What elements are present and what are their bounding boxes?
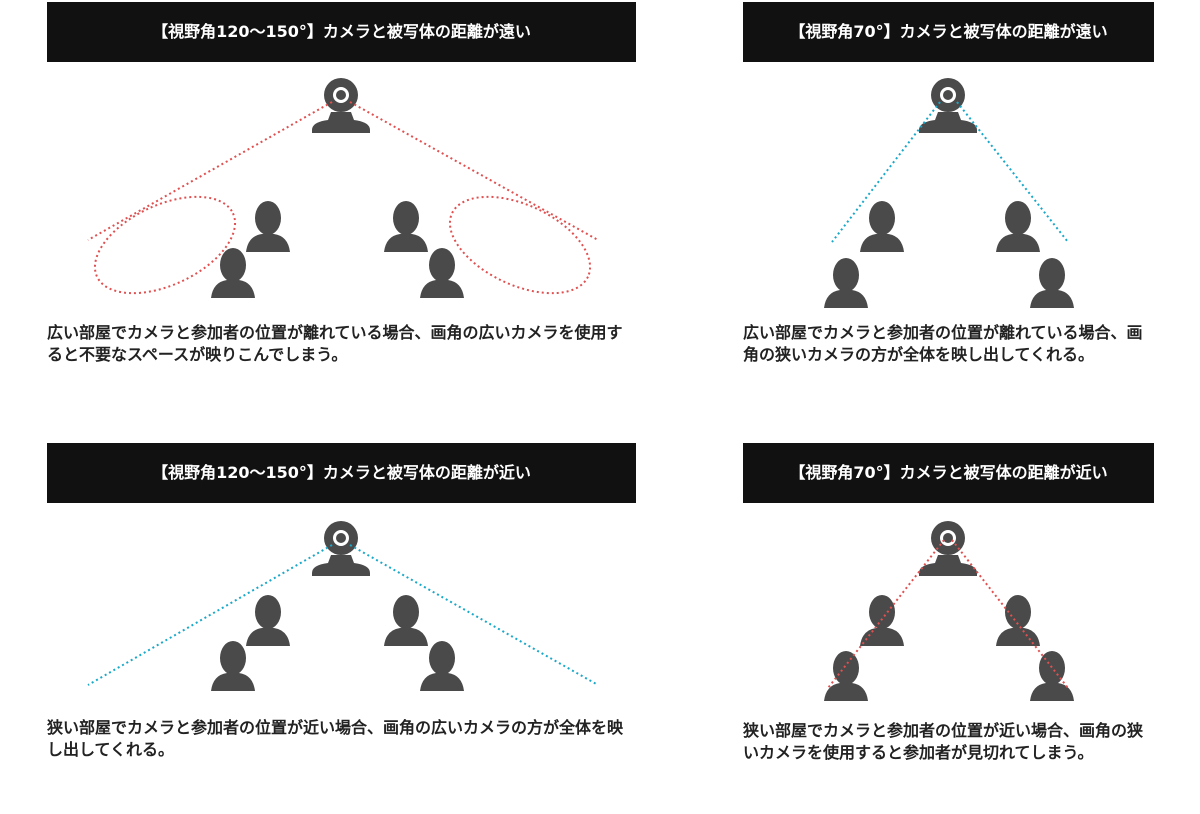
person-icon: [996, 595, 1040, 646]
panel-2-title: 【視野角70°】カメラと被写体の距離が遠い: [743, 2, 1154, 62]
field-of-view-line-left: [87, 101, 333, 241]
wasted-space-ellipse-right: [448, 195, 592, 295]
person-icon: [860, 595, 904, 646]
person-icon: [246, 595, 290, 646]
person-icon: [1030, 258, 1074, 308]
panel-2-description: 広い部屋でカメラと参加者の位置が離れている場合、画角の狭いカメラの方が全体を映し…: [743, 323, 1143, 364]
person-icon: [860, 201, 904, 252]
person-icon: [384, 595, 428, 646]
panel-1-description: 広い部屋でカメラと参加者の位置が離れている場合、画角の広いカメラを使用すると不要…: [47, 323, 623, 364]
person-icon: [824, 258, 868, 308]
wasted-space-ellipse-left: [93, 195, 237, 295]
panel-1-title: 【視野角120〜150°】カメラと被写体の距離が遠い: [47, 2, 636, 62]
field-of-view-line-right: [349, 101, 599, 241]
panel-3-description: 狭い部屋でカメラと参加者の位置が近い場合、画角の広いカメラの方が全体を映し出して…: [47, 718, 624, 759]
person-icon: [420, 248, 464, 298]
field-of-view-line-right: [951, 539, 1069, 689]
panel-4-description: 狭い部屋でカメラと参加者の位置が近い場合、画角の狭いカメラを使用すると参加者が見…: [743, 721, 1144, 762]
camera-icon: [312, 78, 370, 133]
camera-icon: [312, 521, 370, 576]
person-icon: [824, 651, 868, 701]
person-icon: [211, 248, 255, 298]
person-icon: [420, 641, 464, 691]
person-icon: [1030, 651, 1074, 701]
field-of-view-line-left: [827, 539, 945, 689]
panel-4-title: 【視野角70°】カメラと被写体の距離が近い: [743, 443, 1154, 503]
camera-icon: [919, 521, 977, 576]
panel-3-title: 【視野角120〜150°】カメラと被写体の距離が近い: [47, 443, 636, 503]
person-icon: [996, 201, 1040, 252]
person-icon: [211, 641, 255, 691]
person-icon: [246, 201, 290, 252]
field-of-view-line-left: [87, 544, 333, 686]
person-icon: [384, 201, 428, 252]
